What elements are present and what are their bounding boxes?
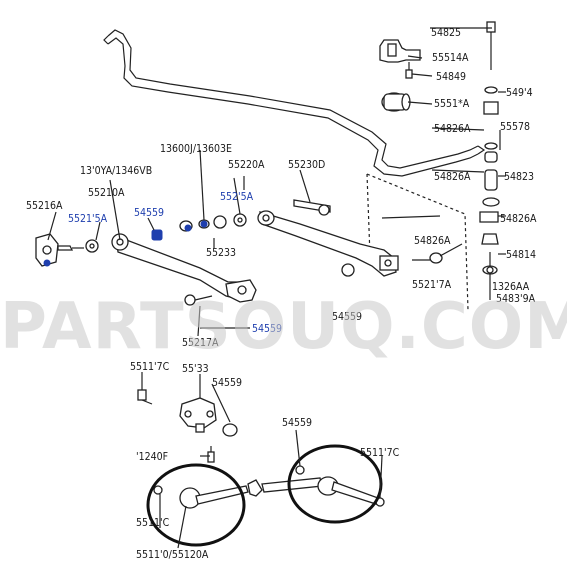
bolt-54849 [405, 62, 413, 79]
label-54849[interactable]: 54849 [436, 71, 466, 83]
label-54825[interactable]: 54825 [431, 27, 461, 39]
label-55117C[interactable]: 5511'7C [130, 361, 170, 373]
label-55514A[interactable]: 55514A [432, 52, 469, 64]
label-55117C-right[interactable]: 5511'7C [360, 447, 400, 459]
bushing-55513A [381, 92, 411, 112]
label-54826A-top[interactable]: 54826A [434, 123, 471, 135]
label-54826A-right[interactable]: 54826A [500, 213, 537, 225]
bolt-55217A [184, 294, 213, 306]
label-55233[interactable]: 55233 [206, 247, 236, 259]
label-55215A-blue-1[interactable]: 552'5A [220, 191, 254, 203]
label-54823[interactable]: 54823 [504, 171, 534, 183]
label-11240F[interactable]: '1240F [136, 451, 168, 463]
rod-assembly [153, 465, 385, 509]
lower-arm-left [111, 233, 257, 303]
lower-arm-right [257, 210, 399, 277]
label-54814-top[interactable]: 549'4 [506, 87, 533, 99]
label-55217A-right[interactable]: 5521'7A [412, 279, 452, 291]
label-54559-bot[interactable]: 54559 [282, 417, 312, 429]
dashed-connectors [366, 173, 469, 311]
nut-54559-blue [151, 229, 163, 241]
label-54559-blue-2[interactable]: 54559 [252, 323, 282, 335]
bracket-55133 [179, 397, 217, 433]
bolt-left [57, 245, 84, 251]
label-13600J[interactable]: 13600J/13603E [160, 143, 232, 155]
washers-13600J [179, 213, 247, 232]
leader-lines [47, 27, 506, 549]
bolt-55117C [137, 389, 153, 405]
label-54559-right[interactable]: 54559 [332, 311, 362, 323]
bolt-55230D [293, 199, 331, 216]
label-55210A[interactable]: 55210A [88, 187, 125, 199]
link-assembly-right [479, 21, 500, 300]
label-55578[interactable]: 55578 [500, 121, 530, 133]
label-55220A[interactable]: 55220A [228, 159, 265, 171]
label-54814[interactable]: 54814 [506, 249, 536, 261]
label-55217A-low[interactable]: 55217A [182, 337, 219, 349]
bushing-left [85, 239, 99, 253]
label-55216A[interactable]: 55216A [26, 200, 63, 212]
highlight-ellipse-left [146, 463, 246, 547]
label-13170YA[interactable]: 13'0YA/1346VB [80, 165, 152, 177]
label-55110-55120A[interactable]: 5511'0/55120A [136, 549, 209, 561]
label-54559-blue-1[interactable]: 54559 [134, 207, 164, 219]
bracket-clamp [379, 39, 421, 63]
label-55110C[interactable]: 5511'C [136, 517, 170, 529]
bushing-right [341, 252, 443, 277]
label-54839A[interactable]: 5483'9A [496, 293, 536, 305]
bracket-55216A [35, 233, 59, 267]
label-1326AA[interactable]: 1326AA [492, 281, 530, 293]
label-54826A-left[interactable]: 54826A [414, 235, 451, 247]
stabilizer-bar [103, 29, 486, 177]
label-55133[interactable]: 55'33 [182, 363, 209, 375]
label-54559-mid[interactable]: 54559 [212, 377, 242, 389]
label-54826A-mid[interactable]: 54826A [434, 171, 471, 183]
bolt-11240F [207, 446, 215, 463]
label-55513A[interactable]: 5551*A [434, 98, 470, 110]
label-55230D[interactable]: 55230D [288, 159, 325, 171]
label-55215A-blue-2[interactable]: 5521'5A [68, 213, 108, 225]
part-labels: 54825 55514A 54849 549'4 5551*A 54826A 5… [26, 27, 537, 561]
nut-54559-mid [222, 423, 238, 437]
